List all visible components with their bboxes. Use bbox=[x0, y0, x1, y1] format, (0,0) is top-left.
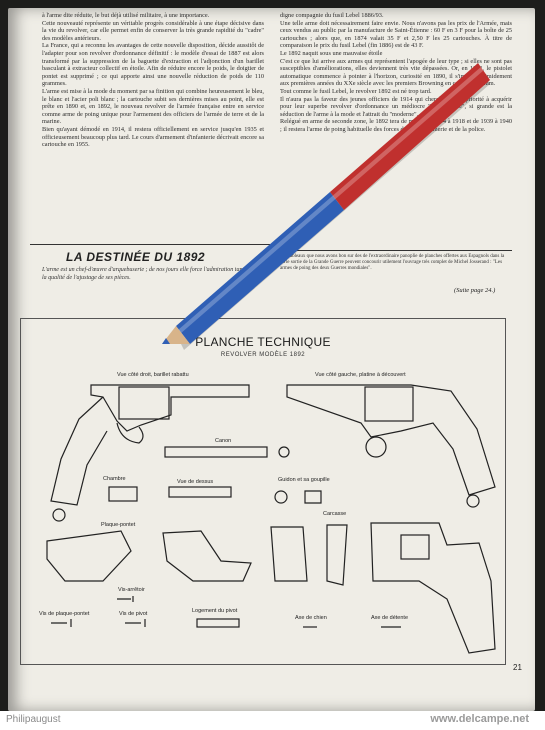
label-trigger-axis: Axe de détente bbox=[371, 615, 409, 621]
caption-text: Les tableaux que nous avons bon sur des … bbox=[280, 254, 505, 271]
label-front-sight: Guidon et sa goupille bbox=[278, 477, 330, 483]
label-left-view: Vue côté gauche, platine à découvert bbox=[315, 372, 406, 378]
label-plate-screw: Vis de plaque-pontet bbox=[39, 611, 90, 617]
left-text-column: à l'arme dite réduite, le but déjà utili… bbox=[42, 12, 264, 149]
label-right-view: Vue côté droit, barillet rabattu bbox=[117, 372, 189, 378]
right-text-column: digne compagnie du fusil Lebel 1886/93. … bbox=[280, 12, 512, 133]
magazine-page: à l'arme dite réduite, le but déjà utili… bbox=[8, 8, 535, 711]
watermark-site: www.delcampe.net bbox=[430, 713, 529, 725]
label-frame: Carcasse bbox=[323, 511, 347, 517]
screws-drawing bbox=[51, 596, 401, 628]
label-hammer-axis: Axe de chien bbox=[295, 615, 327, 621]
frame-drawing bbox=[370, 522, 496, 654]
label-top-view: Vue de dessus bbox=[177, 479, 214, 485]
label-stop-screw: Vis-arrêtoir bbox=[118, 587, 145, 593]
plate-drawings bbox=[46, 384, 496, 654]
plate-subtitle: REVOLVER MODÈLE 1892 bbox=[220, 352, 306, 358]
barrel-drawing bbox=[108, 446, 322, 504]
label-trigger-guard-plate: Plaque-pontet bbox=[101, 522, 136, 528]
section-rule bbox=[30, 244, 270, 245]
label-cylinder: Chambre bbox=[103, 476, 126, 482]
label-barrel: Canon bbox=[215, 438, 232, 444]
revolver-left-view-drawing bbox=[286, 384, 496, 508]
section-heading: LA DESTINÉE DU 1892 bbox=[66, 250, 206, 264]
label-pivot-screw: Vis de pivot bbox=[119, 611, 148, 617]
page-number: 21 bbox=[513, 663, 522, 672]
technical-plate: PLANCHE TECHNIQUE REVOLVER MODÈLE 1892 V… bbox=[20, 318, 506, 665]
watermark-bar bbox=[0, 711, 545, 730]
label-pivot-housing: Logement du pivot bbox=[192, 608, 238, 614]
watermark-seller: Philipaugust bbox=[6, 714, 61, 725]
trigger-guard-drawings bbox=[46, 524, 348, 586]
intro-paragraph: L'arme est un chef-d'œuvre d'arquebuseri… bbox=[42, 267, 257, 281]
revolver-right-view-drawing bbox=[50, 384, 250, 522]
caption-rule bbox=[280, 250, 512, 251]
continued-note: (Suite page 24.) bbox=[454, 287, 496, 294]
